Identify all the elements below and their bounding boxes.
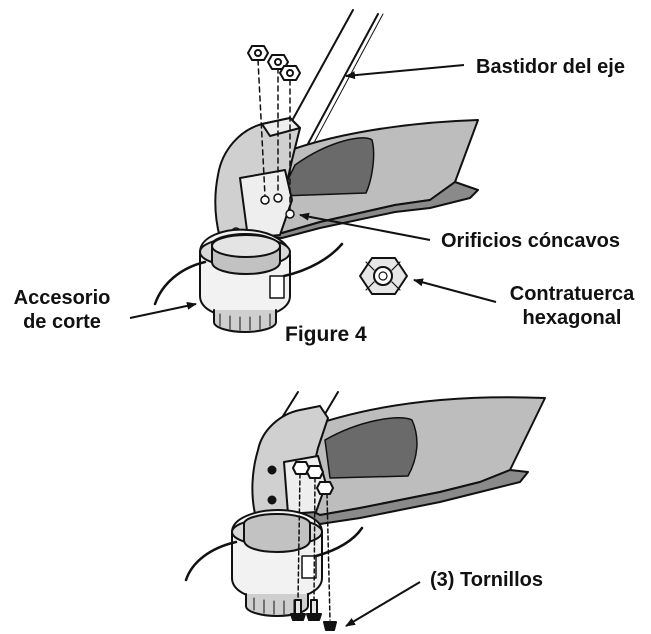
top-illustration xyxy=(153,9,479,333)
hex-nut-icon xyxy=(306,465,324,479)
guard-window xyxy=(279,137,375,197)
hex-nut-icon xyxy=(292,461,310,475)
trimmer-line xyxy=(282,242,344,278)
arrow-cutting-attachment xyxy=(129,301,197,319)
label-screws: (3) Tornillos xyxy=(430,569,543,591)
hex-nut-icon xyxy=(247,45,269,61)
arrow-concave-holes xyxy=(299,212,431,241)
hex-nut-icon xyxy=(316,481,334,495)
hex-locknut-icon xyxy=(359,257,408,295)
mount-hole xyxy=(267,495,277,505)
screw-icon xyxy=(323,621,337,631)
trimmer-line xyxy=(153,260,207,306)
cutting-head xyxy=(231,509,323,617)
screw-icon xyxy=(306,599,322,621)
label-cutting-attachment-line2: de corte xyxy=(23,311,101,333)
label-hex-locknut-line2: hexagonal xyxy=(522,307,622,329)
label-cutting-attachment-line1: Accesorio xyxy=(13,287,111,309)
mount-hole xyxy=(285,209,295,219)
hex-nut-icon xyxy=(279,65,301,81)
screw-icon xyxy=(290,599,306,621)
label-concave-holes: Orificios cóncavos xyxy=(441,230,620,252)
screw-alignment-lines xyxy=(257,59,291,211)
arrow-hex-locknut xyxy=(413,278,497,303)
mount-hole xyxy=(273,193,283,203)
gear-head-collar xyxy=(261,117,301,137)
label-hex-locknut-line1: Contratuerca xyxy=(509,283,635,305)
label-hex-locknut: Contratuerca hexagonal xyxy=(500,282,644,330)
callout-arrows-top xyxy=(129,64,497,319)
figure-caption: Figure 4 xyxy=(285,323,367,346)
trimmer-line xyxy=(184,540,238,582)
bottom-illustration xyxy=(184,391,546,631)
label-shaft-housing: Bastidor del eje xyxy=(476,56,625,78)
screw-alignment-lines xyxy=(297,473,331,621)
trimmer-line xyxy=(314,526,364,558)
cutting-head xyxy=(199,228,291,333)
arrow-shaft-housing xyxy=(345,64,465,80)
mount-hole xyxy=(260,195,270,205)
mount-hole xyxy=(267,465,277,475)
label-cutting-attachment: Accesorio de corte xyxy=(2,286,122,334)
guard-window xyxy=(324,417,418,479)
arrow-screws xyxy=(345,581,421,627)
